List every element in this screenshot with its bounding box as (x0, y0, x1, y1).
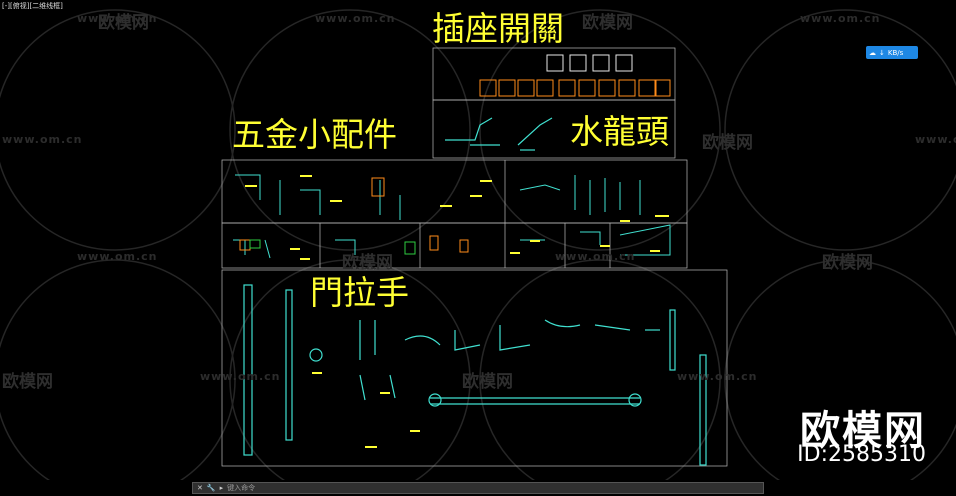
cad-drawing-canvas[interactable] (0, 0, 956, 480)
section-label-socket-switch: 插座開關 (432, 9, 564, 48)
network-speed-label: KB/s (887, 48, 904, 57)
section-label-faucet: 水龍頭 (570, 112, 669, 151)
close-icon[interactable]: ✕ (197, 484, 203, 492)
door-handle-parts (243, 284, 707, 466)
network-speed-widget[interactable]: ☁ ↓ KB/s (866, 46, 918, 59)
command-prompt-icon: ▸ (219, 484, 224, 492)
section-label-door-handle: 門拉手 (310, 273, 409, 312)
viewport-label[interactable]: [-][俯视][二维线框] (2, 2, 63, 10)
command-line[interactable]: ✕ 🔧 ▸ 键入命令 (192, 482, 764, 494)
watermark-url: www.om.cn (77, 250, 158, 263)
watermark-logo: 欧模网 (702, 133, 753, 153)
watermark-url: www.om.cn (800, 12, 881, 25)
download-arrow-icon: ↓ (879, 48, 885, 57)
watermark-logo: 欧模网 (2, 372, 53, 392)
watermark-url: www.om.cn (200, 370, 281, 383)
yellow-marks-handles (312, 372, 420, 448)
watermark-logo: 欧模网 (342, 253, 393, 273)
watermark-circles (0, 9, 956, 480)
hardware-parts (233, 174, 671, 259)
socket-icons (479, 54, 671, 97)
wrench-icon[interactable]: 🔧 (206, 484, 216, 492)
yellow-dimension-marks (245, 175, 669, 260)
watermark-url: www.om.cn (2, 133, 83, 146)
watermark-logo: 欧模网 (582, 13, 633, 33)
watermark-url: www.om.cn (315, 12, 396, 25)
watermark-url: www.om.cn (555, 250, 636, 263)
watermark-logo: 欧模网 (98, 13, 149, 33)
socket-switch-panel (432, 47, 676, 159)
door-handle-panel (221, 269, 728, 467)
section-label-hardware: 五金小配件 (232, 115, 397, 154)
watermark-logo: 欧模网 (462, 372, 513, 392)
watermark-url: www.om.cn (677, 370, 758, 383)
cloud-icon: ☁ (869, 48, 876, 57)
watermark-url: www.om.cn (915, 133, 956, 146)
hardware-panel (221, 159, 688, 269)
command-input[interactable]: 键入命令 (227, 484, 256, 492)
watermark-logo: 欧模网 (822, 253, 873, 273)
model-id: ID:2585310 (797, 442, 926, 467)
brand-logo: 欧模网 (800, 408, 926, 454)
watermark-url: www.om.cn (77, 12, 158, 25)
faucet-drawings (445, 117, 553, 151)
